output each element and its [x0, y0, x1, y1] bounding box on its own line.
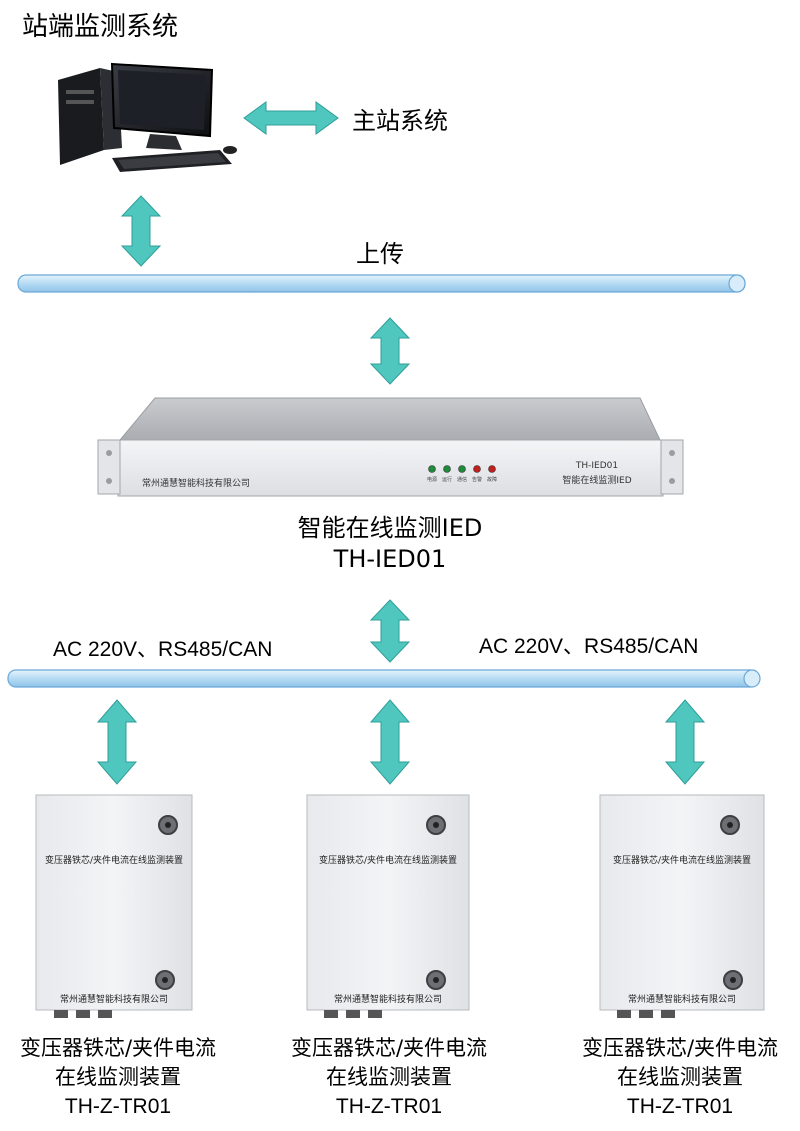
station-system-title: 站端监测系统	[22, 12, 179, 42]
led-label-3: 通信	[456, 477, 467, 483]
double-arrow-icon-device-1	[96, 699, 138, 785]
led-indicator-2	[443, 465, 451, 473]
device-box-1	[35, 794, 193, 1018]
master-station-label: 主站系统	[352, 107, 448, 135]
double-arrow-icon-1	[120, 195, 162, 267]
ied-led-labels: 电源运行通信告警故障	[418, 476, 508, 488]
field-bus	[7, 669, 761, 688]
device-3-caption-line2: 在线监测装置	[617, 1065, 743, 1089]
double-arrow-icon-device-2	[369, 699, 411, 785]
device-3-box-company: 常州通慧智能科技有限公司	[627, 995, 736, 1005]
double-arrow-icon-2	[369, 317, 411, 385]
led-label-5: 故障	[486, 477, 497, 483]
bus-left-label: AC 220V、RS485/CAN	[53, 638, 273, 661]
device-3-caption-line1: 变压器铁芯/夹件电流	[581, 1036, 779, 1060]
ied-front-company: 常州通慧智能科技有限公司	[142, 479, 251, 489]
led-indicator-5	[488, 465, 496, 473]
device-1-caption: 变压器铁芯/夹件电流 在线监测装置 TH-Z-TR01	[0, 1034, 238, 1121]
led-indicator-1	[428, 465, 436, 473]
device-1-caption-line2: 在线监测装置	[55, 1065, 181, 1089]
device-2-caption-line1: 变压器铁芯/夹件电流	[290, 1036, 488, 1060]
ied-name: 智能在线监测IED	[297, 514, 483, 542]
ied-front-name: 智能在线监测IED	[562, 476, 632, 486]
upload-label: 上传	[356, 240, 404, 268]
device-2-caption-line2: 在线监测装置	[326, 1065, 452, 1089]
bus-right-label: AC 220V、RS485/CAN	[479, 635, 699, 658]
led-label-2: 运行	[441, 477, 452, 483]
device-1-caption-line1: 变压器铁芯/夹件电流	[19, 1036, 217, 1060]
double-arrow-icon-3	[369, 599, 411, 663]
ied-model: TH-IED01	[333, 545, 447, 573]
led-indicator-3	[458, 465, 466, 473]
ied-front-model: TH-IED01	[575, 461, 619, 471]
ied-device	[97, 397, 684, 497]
upload-bus	[17, 274, 746, 293]
device-box-2	[306, 794, 470, 1018]
device-1-caption-line3: TH-Z-TR01	[64, 1095, 172, 1118]
device-2-caption: 变压器铁芯/夹件电流 在线监测装置 TH-Z-TR01	[269, 1034, 509, 1121]
device-3-caption-line3: TH-Z-TR01	[626, 1095, 734, 1118]
device-2-caption-line3: TH-Z-TR01	[335, 1095, 443, 1118]
computer-icon	[58, 62, 237, 172]
device-2-box-title: 变压器铁芯/夹件电流在线监测装置	[318, 856, 458, 866]
led-label-4: 告警	[471, 477, 482, 483]
device-3-box-title: 变压器铁芯/夹件电流在线监测装置	[612, 856, 752, 866]
device-1-box-title: 变压器铁芯/夹件电流在线监测装置	[44, 856, 184, 866]
led-indicator-4	[473, 465, 481, 473]
device-2-box-company: 常州通慧智能科技有限公司	[333, 995, 442, 1005]
led-label-1: 电源	[426, 477, 437, 483]
device-1-box-company: 常州通慧智能科技有限公司	[59, 995, 168, 1005]
device-box-3	[599, 794, 765, 1018]
double-arrow-icon-master	[243, 101, 339, 135]
double-arrow-icon-device-3	[664, 699, 706, 785]
device-3-caption: 变压器铁芯/夹件电流 在线监测装置 TH-Z-TR01	[560, 1034, 800, 1121]
